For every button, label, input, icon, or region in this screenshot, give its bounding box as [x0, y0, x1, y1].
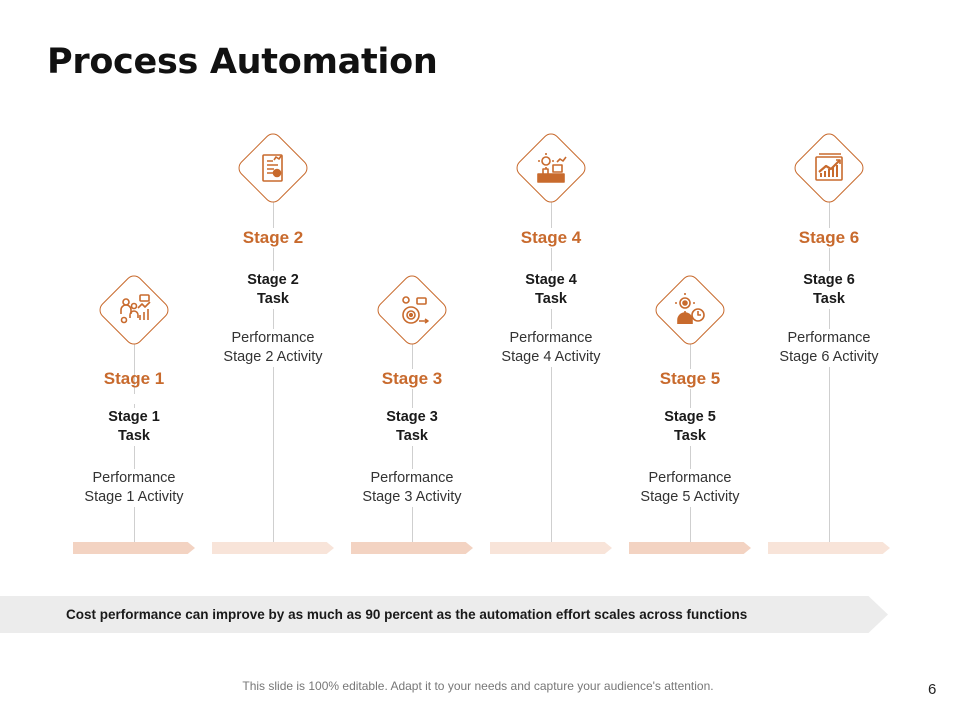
stage-1-performance: Performance Stage 1 Activity	[64, 469, 204, 507]
stage-5-label: Stage 5	[620, 369, 760, 389]
stage-3-task: Stage 3 Task	[342, 408, 482, 446]
stage-5-performance: Performance Stage 5 Activity	[620, 469, 760, 507]
summary-banner: Cost performance can improve by as much …	[0, 596, 888, 633]
target-person-icon	[402, 296, 429, 324]
stage-5-task: Stage 5 Task	[620, 408, 760, 446]
slide-title: Process Automation	[47, 42, 438, 82]
stage-4-label: Stage 4	[481, 228, 621, 248]
timeline-arrow-2	[212, 542, 334, 554]
stage-1-task: Stage 1 Task	[64, 408, 204, 446]
stage-2-task: Stage 2 Task	[203, 271, 343, 309]
timeline-arrow-3	[351, 542, 473, 554]
timeline-arrow-1	[73, 542, 195, 554]
report-document-icon	[262, 154, 283, 182]
footer-note: This slide is 100% editable. Adapt it to…	[242, 679, 714, 693]
stage-1-label: Stage 1	[103, 369, 165, 388]
timeline-arrow-4	[490, 542, 612, 554]
timeline-arrow-6	[768, 542, 890, 554]
stage-6-label: Stage 6	[759, 228, 899, 248]
stage-3-performance: Performance Stage 3 Activity	[342, 469, 482, 507]
time-management-icon	[675, 293, 705, 324]
team-growth-icon	[120, 294, 151, 324]
stage-6-task: Stage 6 Task	[759, 271, 899, 309]
stage-6-performance: Performance Stage 6 Activity	[759, 329, 899, 367]
stage-2-performance: Performance Stage 2 Activity	[203, 329, 343, 367]
stage-4-task: Stage 4 Task	[481, 271, 621, 309]
growth-chart-icon	[815, 153, 843, 181]
stage-3-label: Stage 3	[342, 369, 482, 389]
stage-4-performance: Performance Stage 4 Activity	[481, 329, 621, 367]
page-number: 6	[928, 681, 937, 698]
stage-2-label: Stage 2	[203, 228, 343, 248]
summary-banner-text: Cost performance can improve by as much …	[66, 607, 748, 622]
workstation-gear-icon	[537, 153, 567, 183]
timeline-arrow-5	[629, 542, 751, 554]
